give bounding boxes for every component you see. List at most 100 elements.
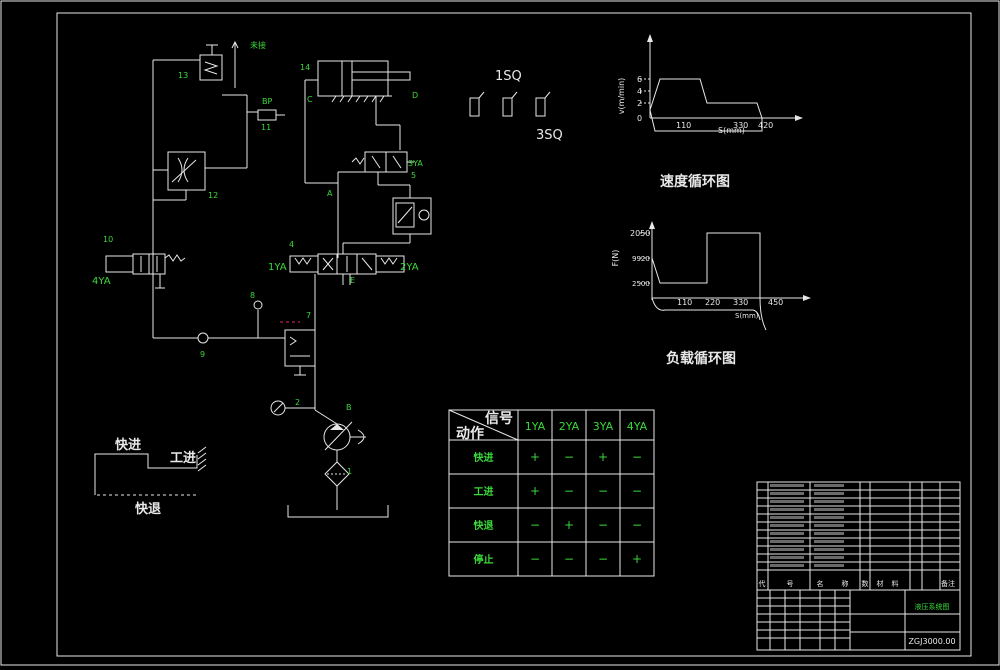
part-code-mark [770,516,804,519]
table-cell: − [530,552,540,566]
load-ytick-2: 2500 [632,280,650,288]
label-a: A [327,189,333,198]
title-block-header: 代 [759,579,766,588]
part-name-mark [814,500,844,503]
title-block-header: 材 [877,579,884,588]
table-cell: − [632,450,642,464]
label-9: 9 [200,350,205,359]
check-valve [197,332,209,344]
speed-ytick-3: 0 [637,114,642,123]
load-ylabel: F(N) [611,250,620,267]
label-work-in: 工进 [170,451,196,466]
part-name-mark [814,556,844,559]
load-cycle-chart [640,221,811,331]
label-2ya: 2YA [400,262,419,273]
part-code-mark [770,564,804,567]
label-c: C [307,95,313,104]
label-1sq: 1SQ [495,69,522,84]
label-1: 1 [347,467,352,476]
label-exhaust: 未接 [250,40,266,50]
inner-border [56,12,972,657]
hydraulic-cylinder [317,60,389,97]
label-11: 11 [261,123,271,132]
label-8: 8 [250,291,255,300]
table-diagonal [448,409,519,441]
speed-ytick-0: 6 [637,75,642,84]
load-xtick-2: 330 [733,298,748,307]
label-12: 12 [208,191,218,200]
speed-ylabel: v(m/min) [617,78,626,115]
label-13: 13 [178,71,188,80]
label-e: E [350,276,355,285]
part-code-mark [770,484,804,487]
work-cycle-diagram [94,446,207,496]
table-cell: + [632,552,642,566]
load-chart-title: 负载循环图 [666,350,736,367]
table-cell: − [564,552,574,566]
oil-tank [287,505,389,518]
part-code-mark [770,500,804,503]
load-xtick-1: 220 [705,298,720,307]
load-ytick-1: 9920 [632,255,650,263]
table-cell: − [564,450,574,464]
throttle-valve [167,151,206,191]
part-name-mark [814,540,844,543]
part-name-mark [814,548,844,551]
label-3ya: 3YA [408,159,423,168]
part-code-mark [770,548,804,551]
speed-ytick-2: 2 [637,99,642,108]
column-header: 2YA [559,420,580,433]
table-cell: − [564,484,574,498]
table-cell: − [598,484,608,498]
speed-xtick-2: 420 [758,121,773,130]
part-code-mark [770,492,804,495]
part-code-mark [770,556,804,559]
part-name-mark [814,524,844,527]
column-header: 1YA [525,420,546,433]
part-name-mark [814,508,844,511]
part-name-mark [814,492,844,495]
speed-xlabel: S(mm) [718,126,745,135]
table-cell: − [598,518,608,532]
label-4ya: 4YA [92,276,111,287]
row-action-label: 快退 [473,519,494,532]
table-cell: − [632,484,642,498]
header-action: 动作 [456,425,484,442]
part-name-mark [814,516,844,519]
label-1ya: 1YA [268,262,287,273]
table-cell: − [598,552,608,566]
part-code-mark [770,532,804,535]
row-action-label: 快进 [473,451,494,464]
load-xlabel: S(mm) [735,312,759,320]
label-5: 5 [411,171,416,180]
speed-control-valve [392,197,432,235]
limit-switches [469,91,551,117]
speed-cycle-chart [640,34,803,132]
part-code-mark [770,540,804,543]
title-block-header: 名 [817,579,824,588]
label-fast-in: 快进 [115,437,141,453]
speed-chart-title: 速度循环图 [660,173,730,190]
part-code-mark [770,508,804,511]
load-xtick-0: 110 [677,298,692,307]
label-3sq: 3SQ [536,128,563,143]
drawing-title: 液压系统图 [915,602,950,611]
label-10: 10 [103,235,113,244]
row-action-label: 停止 [474,553,494,566]
label-bp: BP [262,97,272,106]
pressure-relay [199,54,223,81]
drawing-number: ZGJ3000.00 [908,637,955,646]
table-cell: − [530,518,540,532]
table-cell: + [530,450,540,464]
title-block-header: 料 [892,579,899,588]
part-name-mark [814,484,844,487]
title-block-header: 备注 [941,579,955,588]
load-xtick-3: 450 [768,298,783,307]
hydraulic-circuit [105,40,432,518]
title-block-header: 号 [787,580,794,588]
column-header: 3YA [593,420,614,433]
row-action-label: 工进 [474,485,494,498]
